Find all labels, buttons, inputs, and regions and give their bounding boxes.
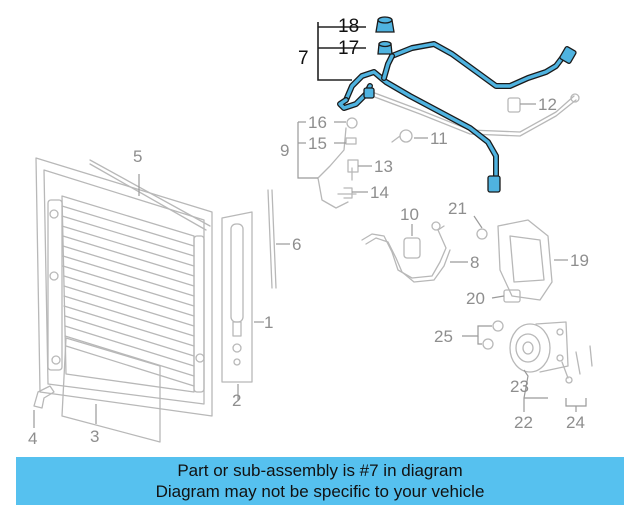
banner-line-2: Diagram may not be specific to your vehi… bbox=[155, 482, 485, 501]
callout-numbers: 18 17 7 5 6 1 2 4 3 16 15 9 13 14 11 12 … bbox=[28, 16, 589, 448]
callout-11: 11 bbox=[430, 129, 448, 148]
callout-22: 22 bbox=[514, 413, 533, 432]
valve-part-13 bbox=[347, 159, 359, 173]
info-banner: Part or sub-assembly is #7 in diagram Di… bbox=[16, 457, 624, 505]
heat-shield bbox=[497, 219, 553, 301]
callout-1: 1 bbox=[264, 313, 273, 332]
callout-15: 15 bbox=[308, 134, 327, 153]
callout-17: 17 bbox=[338, 38, 359, 59]
callout-7: 7 bbox=[298, 48, 309, 69]
callout-10: 10 bbox=[400, 205, 419, 224]
nut-part-25 bbox=[482, 320, 504, 350]
lower-shield bbox=[61, 337, 161, 443]
seal-strip bbox=[89, 159, 211, 231]
callout-leaders bbox=[33, 22, 587, 428]
callout-24: 24 bbox=[566, 413, 585, 432]
clip-part-12 bbox=[507, 97, 521, 113]
hose-part-8 bbox=[361, 221, 451, 283]
callout-3: 3 bbox=[90, 427, 99, 446]
bolt-part-24 bbox=[575, 345, 593, 375]
callout-6: 6 bbox=[292, 235, 301, 254]
callout-12: 12 bbox=[538, 95, 557, 114]
condenser-assembly bbox=[35, 157, 213, 417]
bolt-part-23 bbox=[561, 361, 573, 384]
callout-25: 25 bbox=[434, 327, 453, 346]
callout-2: 2 bbox=[232, 391, 241, 410]
ac-compressor bbox=[509, 321, 569, 373]
callout-4: 4 bbox=[28, 429, 37, 448]
callout-23: 23 bbox=[510, 377, 529, 396]
callout-5: 5 bbox=[133, 147, 142, 166]
highlighted-hose-part-7[interactable] bbox=[337, 16, 577, 193]
callout-13: 13 bbox=[374, 157, 393, 176]
callout-21: 21 bbox=[448, 199, 467, 218]
clip-part-11 bbox=[391, 129, 413, 143]
callout-18: 18 bbox=[338, 16, 359, 37]
callout-9: 9 bbox=[280, 141, 289, 160]
side-seal bbox=[267, 189, 277, 289]
callout-8: 8 bbox=[470, 253, 479, 272]
banner-line-1: Part or sub-assembly is #7 in diagram bbox=[177, 461, 463, 480]
parts-diagram: 18 17 7 5 6 1 2 4 3 16 15 9 13 14 11 12 … bbox=[28, 16, 593, 448]
receiver-drier bbox=[221, 211, 253, 383]
ghost-hose-assembly bbox=[317, 91, 580, 209]
fitting-part-14 bbox=[343, 187, 353, 199]
callout-19: 19 bbox=[570, 251, 589, 270]
bolt-part-21 bbox=[476, 228, 488, 240]
callout-20: 20 bbox=[466, 289, 485, 308]
mounting-bracket bbox=[33, 385, 55, 409]
callout-14: 14 bbox=[370, 183, 389, 202]
callout-16: 16 bbox=[308, 113, 327, 132]
